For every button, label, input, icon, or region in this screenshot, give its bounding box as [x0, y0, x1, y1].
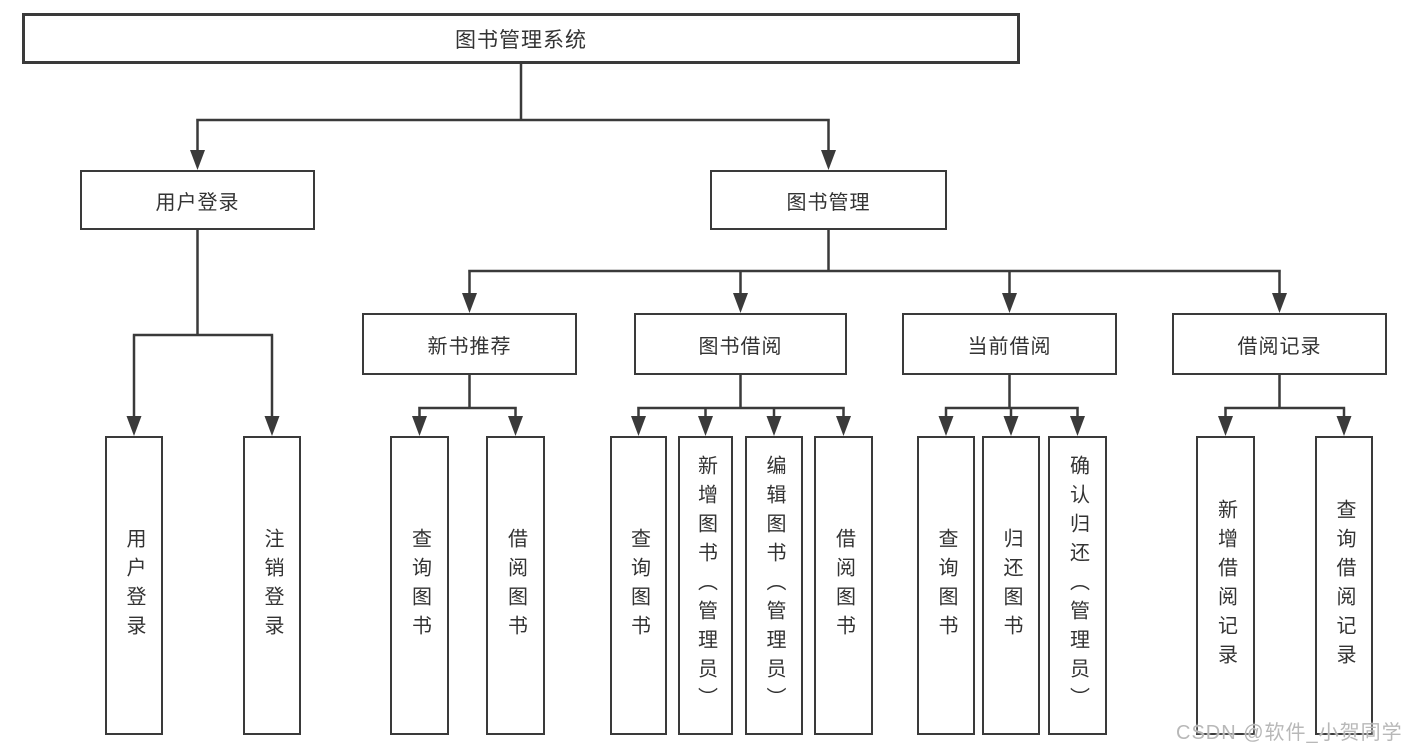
- leaf-add-books-admin: 新增图书（管理员）: [678, 436, 733, 735]
- node-label: 查询图书: [408, 527, 431, 644]
- leaf-query-books-borrowing: 查询图书: [610, 436, 667, 735]
- leaf-logout: 注销登录: [243, 436, 301, 735]
- node-label: 新增图书（管理员）: [694, 455, 717, 716]
- node-label: 图书管理系统: [455, 28, 587, 52]
- node-user-login-module: 用户登录: [80, 170, 315, 230]
- node-current-borrowing: 当前借阅: [902, 313, 1117, 375]
- leaf-borrow-books-recommend: 借阅图书: [486, 436, 545, 735]
- leaf-confirm-return-admin: 确认归还（管理员）: [1048, 436, 1107, 735]
- node-book-management-module: 图书管理: [710, 170, 947, 230]
- node-new-book-recommendation: 新书推荐: [362, 313, 577, 375]
- node-label: 新增借阅记录: [1214, 498, 1237, 673]
- node-label: 查询借阅记录: [1333, 498, 1355, 673]
- node-label: 当前借阅: [967, 335, 1052, 358]
- leaf-add-borrow-record: 新增借阅记录: [1196, 436, 1255, 735]
- node-label: 注销登录: [261, 527, 283, 644]
- node-label: 编辑图书（管理员）: [763, 455, 785, 716]
- node-label: 图书管理: [786, 191, 871, 214]
- leaf-query-books-current: 查询图书: [917, 436, 975, 735]
- node-label: 新书推荐: [427, 335, 512, 358]
- csdn-watermark: CSDN @软件_小贺同学: [1176, 722, 1403, 744]
- leaf-borrow-books: 借阅图书: [814, 436, 873, 735]
- node-label: 用户登录: [123, 527, 145, 644]
- node-book-borrowing: 图书借阅: [634, 313, 847, 375]
- leaf-query-borrow-record: 查询借阅记录: [1315, 436, 1373, 735]
- node-label: 确认归还（管理员）: [1066, 455, 1089, 716]
- node-label: 借阅图书: [832, 527, 855, 644]
- leaf-edit-books-admin: 编辑图书（管理员）: [745, 436, 803, 735]
- leaf-return-books: 归还图书: [982, 436, 1040, 735]
- node-book-management-system: 图书管理系统: [22, 13, 1020, 64]
- node-label: 归还图书: [1000, 527, 1022, 644]
- node-label: 借阅记录: [1237, 335, 1322, 358]
- node-label: 图书借阅: [698, 335, 783, 358]
- leaf-query-books-recommend: 查询图书: [390, 436, 449, 735]
- node-label: 查询图书: [935, 527, 957, 644]
- node-label: 借阅图书: [504, 527, 527, 644]
- node-borrowing-records: 借阅记录: [1172, 313, 1387, 375]
- node-label: 查询图书: [627, 527, 650, 644]
- leaf-user-login: 用户登录: [105, 436, 163, 735]
- node-label: 用户登录: [155, 191, 240, 214]
